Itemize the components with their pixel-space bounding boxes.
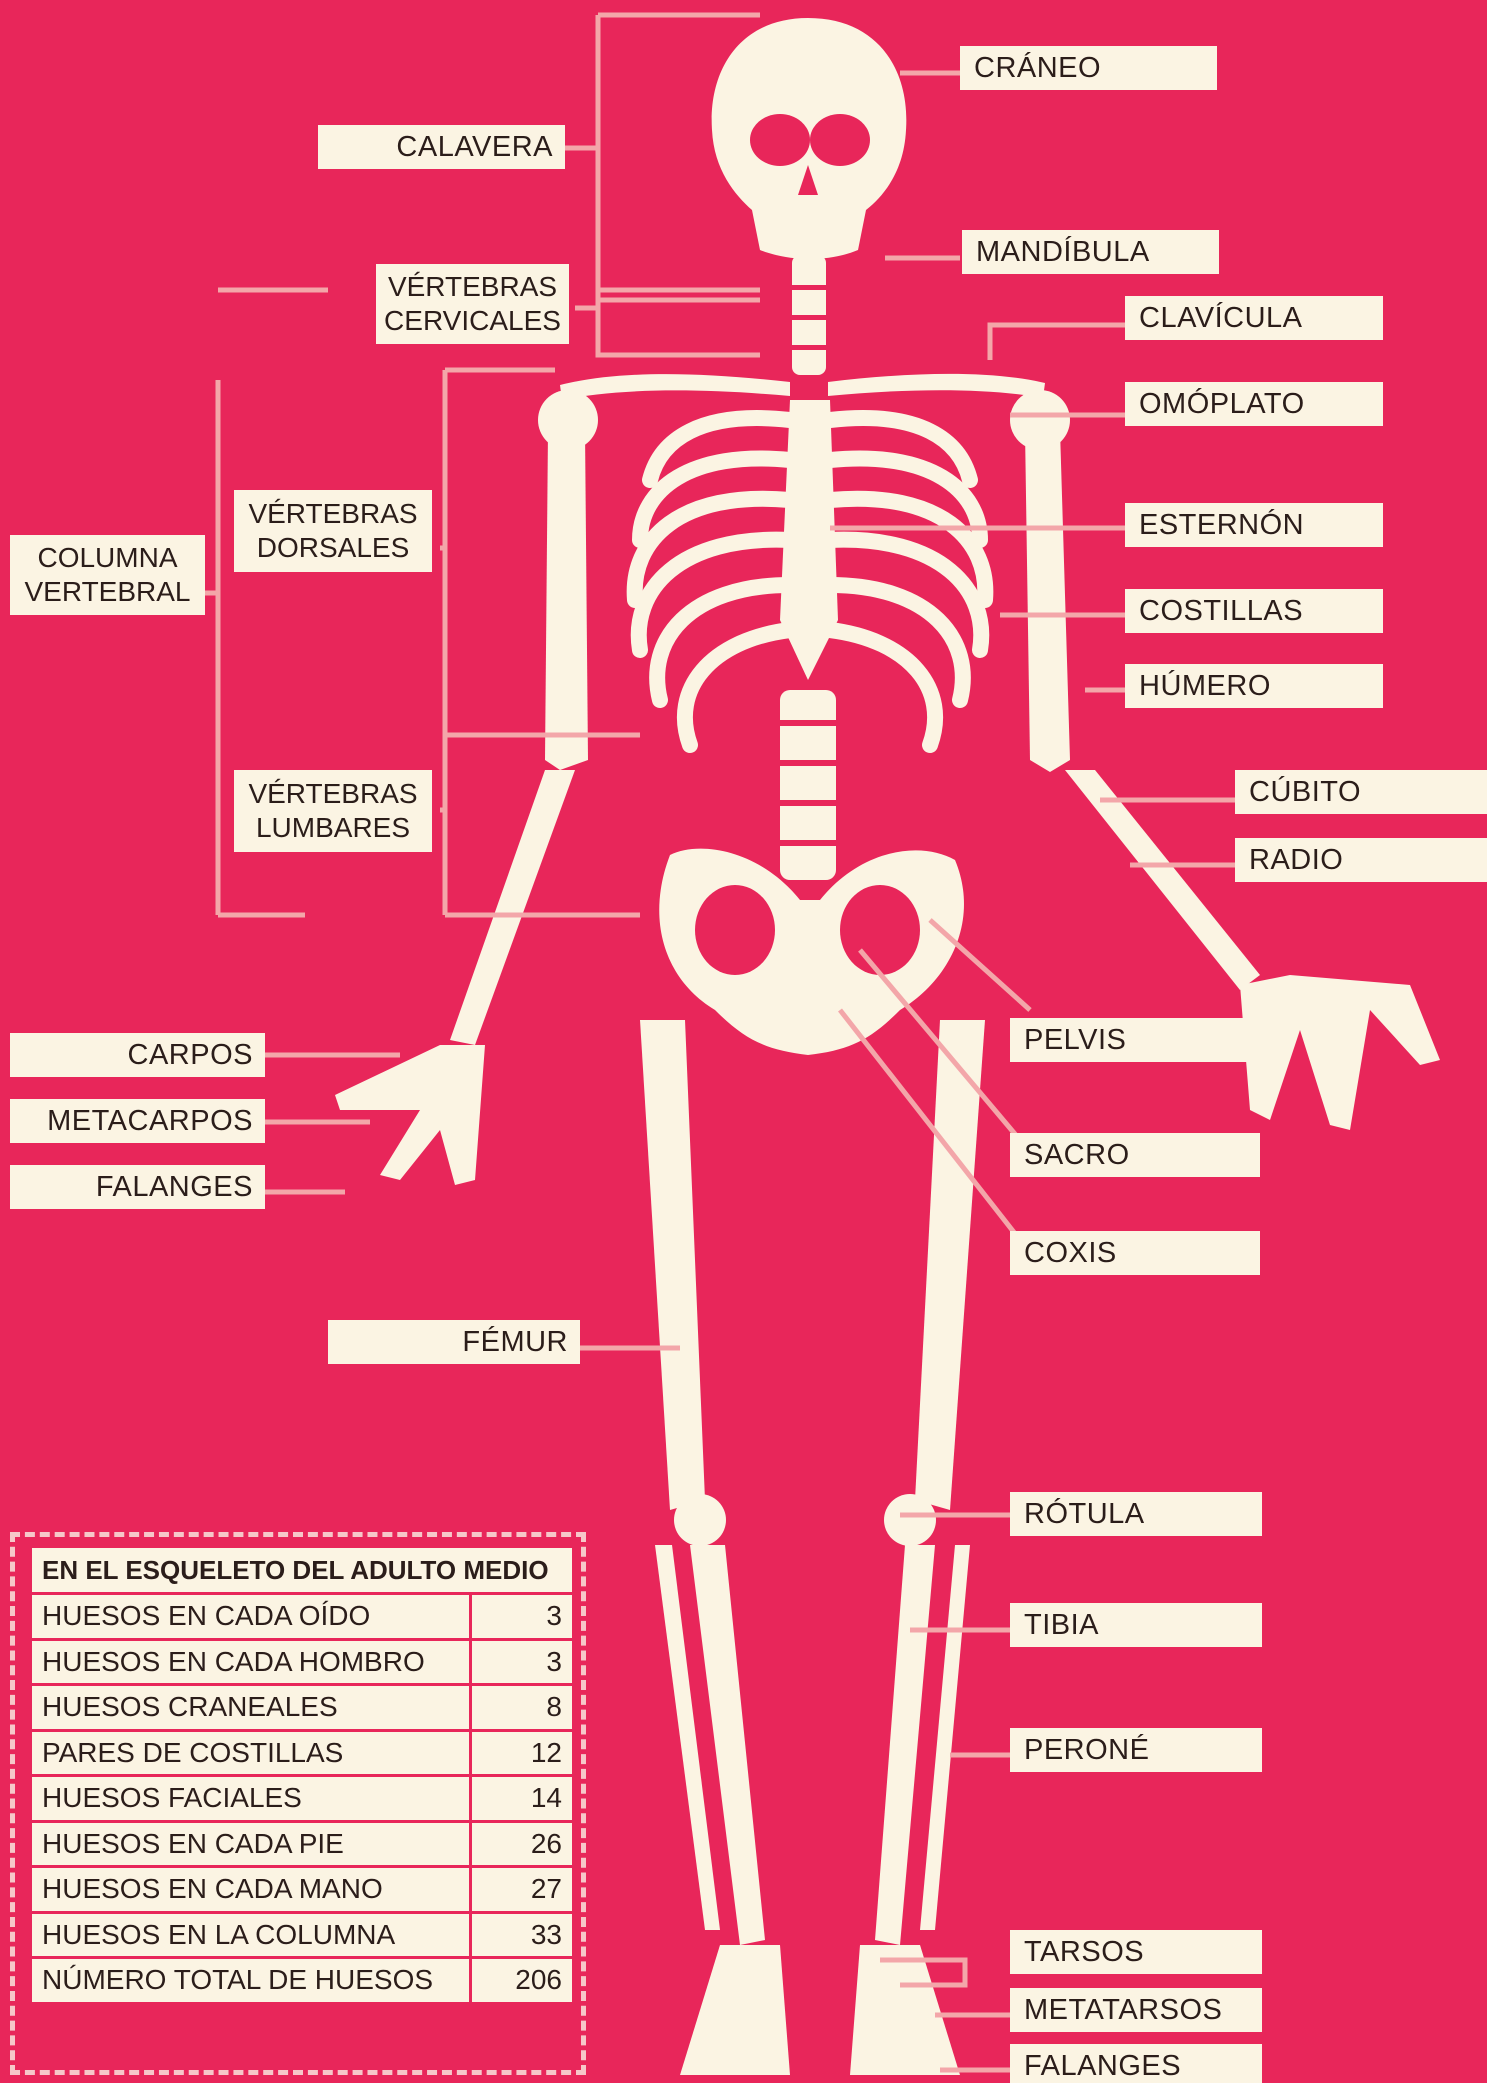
label-radio: RADIO [1235,838,1487,882]
row-value: 12 [471,1730,574,1776]
row-label: HUESOS EN CADA MANO [31,1867,471,1913]
row-value: 27 [471,1867,574,1913]
row-label: HUESOS EN CADA PIE [31,1821,471,1867]
femur [640,1020,705,1510]
row-label: HUESOS EN CADA HOMBRO [31,1639,471,1685]
left-foot [680,1945,790,2075]
right-foot [850,1945,960,2075]
label-humero: HÚMERO [1125,664,1383,708]
label-costillas: COSTILLAS [1125,589,1383,633]
row-value: 3 [471,1594,574,1640]
right-hand [1240,975,1440,1130]
label-perone: PERONÉ [1010,1728,1262,1772]
row-label: PARES DE COSTILLAS [31,1730,471,1776]
label-rotula: RÓTULA [1010,1492,1262,1536]
label-esternon: ESTERNÓN [1125,503,1383,547]
row-value: 8 [471,1685,574,1731]
label-carpos: CARPOS [10,1033,265,1077]
bone-count-table: EN EL ESQUELETO DEL ADULTO MEDIO HUESOS … [10,1532,586,2075]
label-cubito: CÚBITO [1235,770,1487,814]
clavicle [560,374,790,400]
label-femur: FÉMUR [328,1320,580,1364]
row-label: HUESOS CRANEALES [31,1685,471,1731]
label-clavicula: CLAVÍCULA [1125,296,1383,340]
row-label: HUESOS FACIALES [31,1776,471,1822]
lumbar-spine [780,690,836,880]
label-craneo: CRÁNEO [960,46,1217,90]
patella [674,1494,726,1546]
label-omoplato: OMÓPLATO [1125,382,1383,426]
label-falanges-mano: FALANGES [10,1165,265,1209]
row-value: 33 [471,1912,574,1958]
label-pelvis: PELVIS [1010,1018,1260,1062]
table-title: EN EL ESQUELETO DEL ADULTO MEDIO [31,1547,574,1594]
label-coxis: COXIS [1010,1231,1260,1275]
label-tibia: TIBIA [1010,1603,1262,1647]
humerus [545,430,588,770]
left-hand [335,1045,485,1185]
label-calavera: CALAVERA [318,125,565,169]
row-value: 14 [471,1776,574,1822]
label-falanges-pie: FALANGES [1010,2044,1262,2083]
row-label: NÚMERO TOTAL DE HUESOS [31,1958,471,2004]
label-metacarpos: METACARPOS [10,1099,265,1143]
label-mandibula: MANDÍBULA [962,230,1219,274]
row-label: HUESOS EN CADA OÍDO [31,1594,471,1640]
label-metatarsos: METATARSOS [1010,1988,1262,2032]
row-value: 3 [471,1639,574,1685]
row-label: HUESOS EN LA COLUMNA [31,1912,471,1958]
row-value: 26 [471,1821,574,1867]
label-tarsos: TARSOS [1010,1930,1262,1974]
row-value: 206 [471,1958,574,2004]
forearm [450,770,575,1045]
label-sacro: SACRO [1010,1133,1260,1177]
